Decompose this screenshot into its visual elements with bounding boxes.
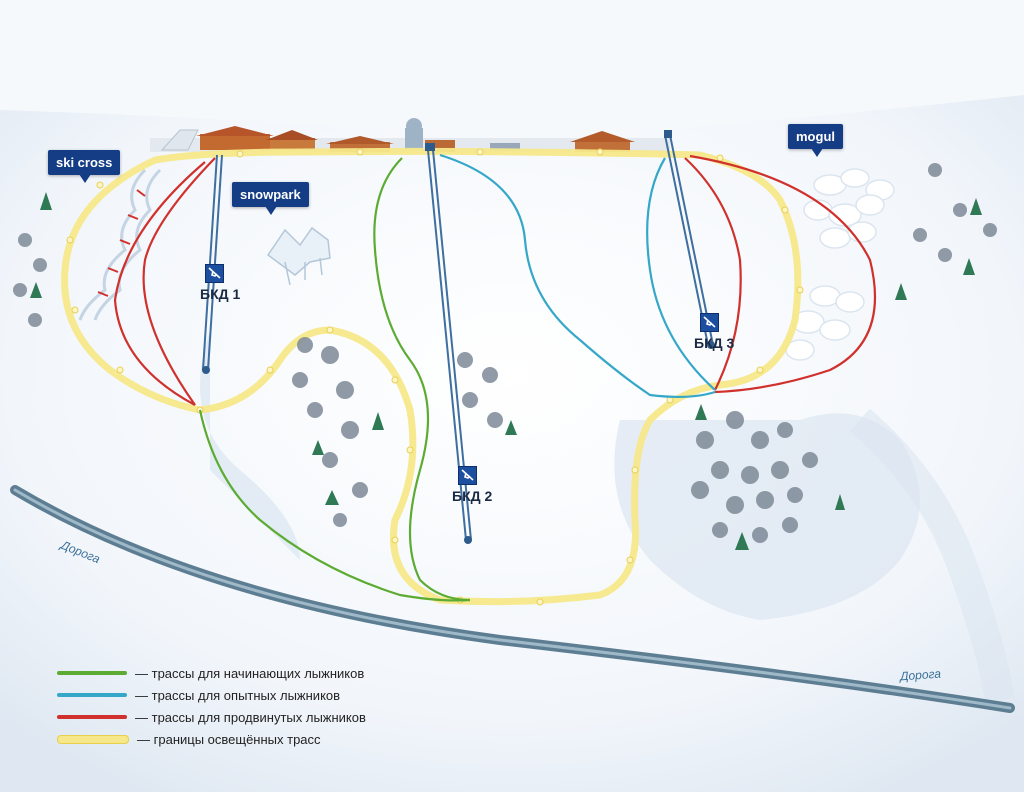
ski-cross-label: ski cross [56, 155, 113, 170]
legend-text: — трассы для продвинутых лыжников [135, 709, 366, 725]
legend-text: — трассы для опытных лыжников [135, 687, 341, 703]
legend-item-advanced: — трассы для продвинутых лыжников [57, 706, 366, 728]
map-legend: — трассы для начинающих лыжников — трасс… [57, 662, 366, 750]
legend-item-beginner: — трассы для начинающих лыжников [57, 662, 366, 684]
legend-swatch-yellow [57, 734, 129, 744]
lift-label-1: БКД 1 [200, 286, 241, 302]
legend-item-experienced: — трассы для опытных лыжников [57, 684, 366, 706]
mogul-bumps [785, 168, 895, 361]
mogul-flag: mogul [788, 124, 843, 157]
legend-text: — трассы для начинающих лыжников [135, 665, 365, 681]
legend-swatch-blue [57, 693, 127, 697]
lift-towers [202, 130, 715, 544]
mogul-label: mogul [796, 129, 835, 144]
ski-lift-icon [458, 466, 477, 485]
ski-cross-course [78, 168, 162, 321]
legend-item-lit: — границы освещённых трасс [57, 728, 366, 750]
ski-lift-icon [700, 313, 719, 332]
lift-label-3: БКД 3 [694, 335, 735, 351]
slope-shadow [614, 413, 920, 620]
tree-groves [13, 163, 997, 550]
red-trails [113, 154, 877, 406]
ski-cross-flag: ski cross [48, 150, 121, 183]
green-trails [198, 157, 471, 602]
lift-label-2: БКД 2 [452, 488, 493, 504]
snowpark-features [266, 226, 331, 286]
ski-lift-icon [205, 264, 224, 283]
snowpark-flag: snowpark [232, 182, 309, 215]
legend-swatch-green [57, 671, 127, 675]
blue-trails [439, 153, 716, 398]
legend-text: — границы освещённых трасс [137, 731, 321, 747]
lit-trail-dots [66, 148, 804, 606]
legend-swatch-red [57, 715, 127, 719]
lit-trail-boundaries [61, 147, 802, 606]
snowpark-label: snowpark [240, 187, 301, 202]
road-edge [13, 488, 1012, 710]
slope-shadow [850, 408, 1015, 703]
road-label-right: Дорога [899, 666, 942, 684]
